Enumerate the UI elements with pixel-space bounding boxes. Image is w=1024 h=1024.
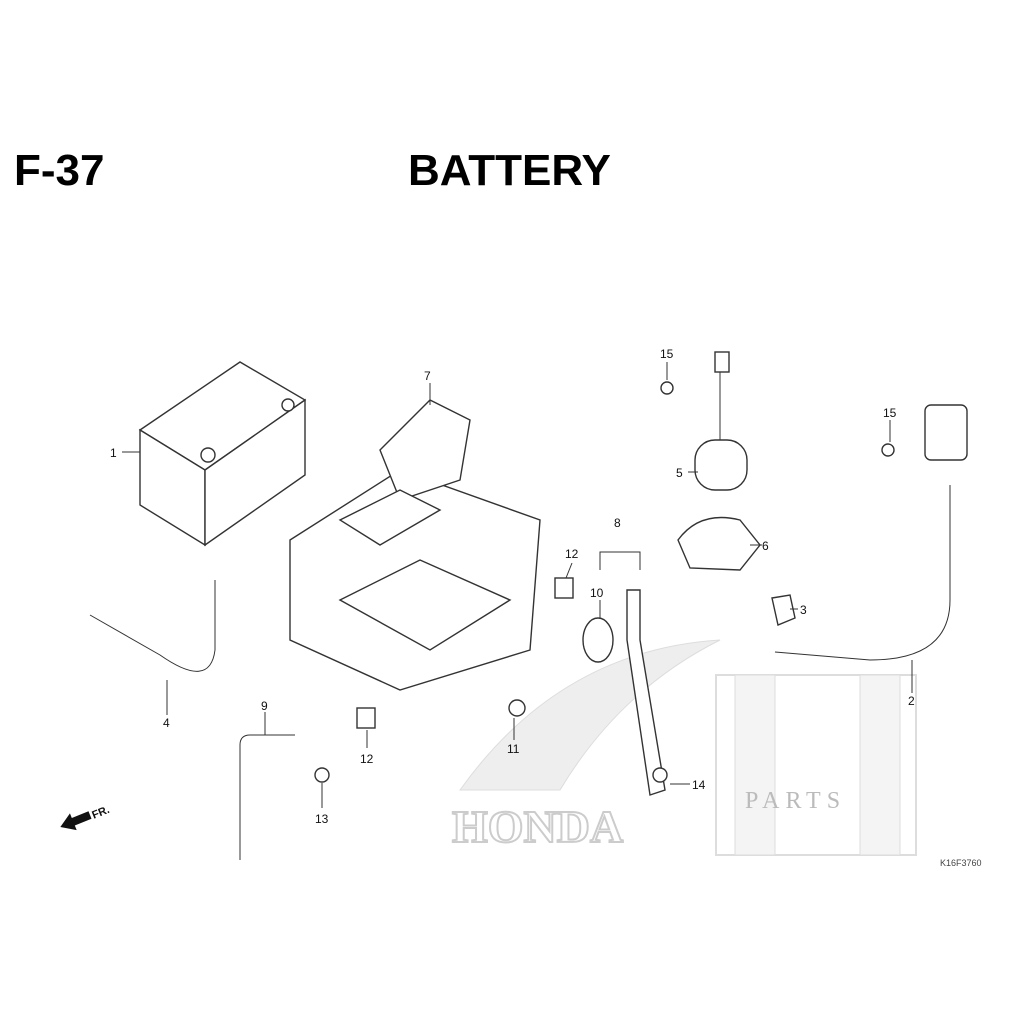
callout-12b: 12: [360, 752, 374, 766]
nut-part[interactable]: [660, 381, 674, 395]
front-direction-arrow-icon: FR.: [60, 804, 111, 831]
callout-2: 2: [908, 694, 915, 708]
callout-11: 11: [507, 742, 520, 756]
callout-13: 13: [315, 812, 329, 826]
callout-4: 4: [163, 716, 170, 730]
bolt-part[interactable]: [508, 699, 526, 717]
h-parts-watermark: PARTS: [715, 674, 917, 856]
battery-part[interactable]: [138, 361, 307, 547]
callout-8: 8: [614, 516, 621, 530]
direction-label: FR.: [90, 804, 111, 822]
callout-15a: 15: [660, 347, 674, 361]
clip-part-2[interactable]: [356, 707, 376, 729]
callout-3: 3: [800, 603, 807, 617]
nut-part-2[interactable]: [881, 443, 895, 457]
bolt-part-2[interactable]: [652, 767, 668, 783]
grommet-part[interactable]: [582, 617, 614, 663]
callout-1: 1: [110, 446, 117, 460]
relay-cover-part[interactable]: [677, 516, 761, 571]
diagram-code: K16F3760: [940, 858, 982, 868]
clip-part[interactable]: [554, 577, 574, 599]
breather-tube-part[interactable]: [239, 734, 295, 860]
callout-6: 6: [762, 539, 769, 553]
bracket-part[interactable]: [626, 589, 666, 796]
battery-box-part[interactable]: [289, 399, 541, 691]
honda-watermark: HONDA: [451, 639, 721, 853]
negative-cable-part[interactable]: [89, 580, 216, 672]
page-title: BATTERY: [408, 146, 611, 195]
callout-14: 14: [692, 778, 706, 792]
callout-5: 5: [676, 466, 683, 480]
watermark-brand: HONDA: [452, 801, 623, 852]
callout-12a: 12: [565, 547, 579, 561]
starter-relay-part[interactable]: [694, 351, 748, 491]
section-code: F-37: [14, 146, 105, 195]
positive-cable-part[interactable]: [774, 485, 951, 661]
cap-part[interactable]: [771, 594, 796, 626]
callout-7: 7: [424, 369, 431, 383]
callout-10: 10: [590, 586, 604, 600]
callout-15b: 15: [883, 406, 897, 420]
clamp-part[interactable]: [314, 767, 330, 783]
callout-9: 9: [261, 699, 268, 713]
terminal-cover-part[interactable]: [924, 404, 968, 461]
watermark-shop-text: PARTS: [745, 788, 846, 814]
